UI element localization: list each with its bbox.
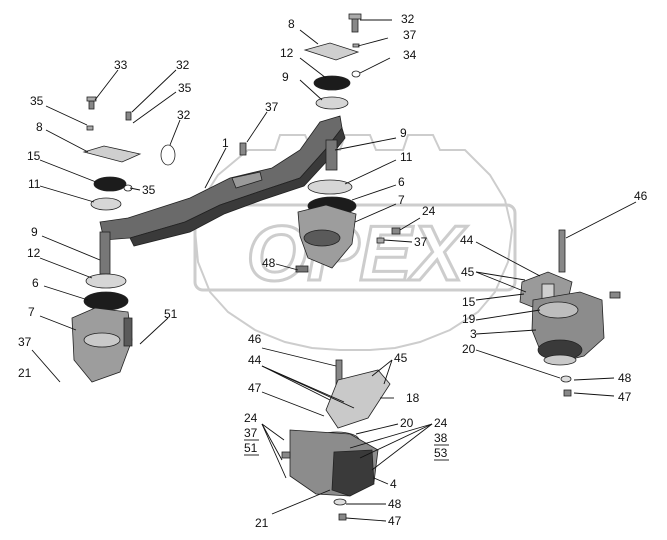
callout-label: 4 bbox=[390, 477, 397, 491]
callout-label: 11 bbox=[28, 177, 41, 191]
callout-label: 48 bbox=[262, 256, 276, 270]
callout-label: 9 bbox=[31, 225, 38, 239]
callout-label: 47 bbox=[388, 514, 402, 528]
callout-label: 11 bbox=[400, 150, 413, 164]
callout-label: 20 bbox=[400, 416, 414, 430]
leader-lines bbox=[31, 19, 637, 522]
callout-label: 21 bbox=[18, 366, 32, 380]
callout-label: 44 bbox=[460, 233, 474, 247]
callout-label: 37 bbox=[265, 100, 279, 114]
watermark: OPEX bbox=[193, 134, 517, 351]
callout-label: 19 bbox=[462, 312, 476, 326]
callout-label: 3 bbox=[470, 327, 477, 341]
callout-label: 46 bbox=[634, 189, 648, 203]
callout-label: 37 bbox=[414, 235, 428, 249]
callout-label: 15 bbox=[27, 149, 41, 163]
cross-beam bbox=[99, 115, 346, 247]
callout-labels: 8 32 37 34 12 9 9 11 6 7 33 32 35 35 32 … bbox=[18, 12, 648, 530]
callout-label: 12 bbox=[280, 46, 294, 60]
callout-label: 35 bbox=[142, 183, 156, 197]
callout-label: 35 bbox=[30, 94, 44, 108]
callout-label: 34 bbox=[403, 48, 417, 62]
callout-label: 24 bbox=[434, 416, 448, 430]
callout-label: 7 bbox=[398, 193, 405, 207]
callout-label: 12 bbox=[27, 246, 41, 260]
callout-label: 21 bbox=[255, 516, 269, 530]
callout-label: 51 bbox=[164, 307, 178, 321]
callout-label: 18 bbox=[406, 391, 420, 405]
callout-label: 32 bbox=[176, 58, 190, 72]
callout-label: 7 bbox=[28, 305, 35, 319]
callout-label: 1 bbox=[222, 136, 229, 150]
callout-label: 6 bbox=[32, 276, 39, 290]
callout-label: 24 bbox=[422, 204, 436, 218]
callout-label: 44 bbox=[248, 353, 262, 367]
callout-label: 6 bbox=[398, 175, 405, 189]
callout-label: 32 bbox=[177, 108, 191, 122]
callout-label: 47 bbox=[248, 381, 262, 395]
center-bracket-stack bbox=[239, 13, 401, 273]
callout-label: 35 bbox=[178, 81, 192, 95]
callout-label: 48 bbox=[388, 497, 402, 511]
callout-label: 9 bbox=[282, 70, 289, 84]
callout-label: 20 bbox=[462, 342, 476, 356]
callout-label: 48 bbox=[618, 371, 632, 385]
callout-label: 33 bbox=[114, 58, 128, 72]
callout-label: 37 bbox=[244, 426, 258, 440]
callout-label: 8 bbox=[36, 120, 43, 134]
callout-label: 38 bbox=[434, 431, 448, 445]
callout-label: 47 bbox=[618, 390, 632, 404]
callout-label: 45 bbox=[461, 265, 475, 279]
right-bracket-assembly bbox=[519, 229, 621, 397]
callout-label: 8 bbox=[288, 17, 295, 31]
callout-label: 24 bbox=[244, 411, 258, 425]
callout-label: 37 bbox=[18, 335, 32, 349]
callout-label: 15 bbox=[462, 295, 476, 309]
callout-label: 46 bbox=[248, 332, 262, 346]
watermark-text: OPEX bbox=[247, 209, 468, 297]
callout-label: 37 bbox=[403, 28, 417, 42]
callout-label: 9 bbox=[400, 126, 407, 140]
callout-label: 51 bbox=[244, 441, 258, 455]
left-bracket-stack bbox=[71, 96, 176, 383]
callout-label: 53 bbox=[434, 446, 448, 460]
reference-underlines bbox=[244, 439, 449, 461]
callout-label: 32 bbox=[401, 12, 415, 26]
callout-label: 45 bbox=[394, 351, 408, 365]
